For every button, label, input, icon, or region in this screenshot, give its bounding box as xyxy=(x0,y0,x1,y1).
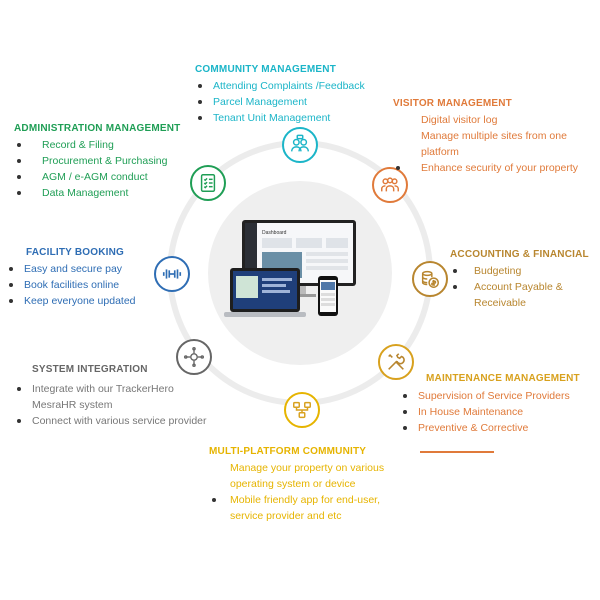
list-item: Manage multiple sites from one platform xyxy=(421,130,567,158)
network-icon xyxy=(284,392,320,428)
visitors-icon xyxy=(372,167,408,203)
admin-section: ADMINISTRATION MANAGEMENT Record & Filin… xyxy=(14,123,180,201)
divider-line xyxy=(420,451,494,453)
visitor-title: VISITOR MANAGEMENT xyxy=(393,98,512,109)
list-item: Keep everyone updated xyxy=(6,293,136,309)
tools-icon xyxy=(378,344,414,380)
checklist-icon xyxy=(190,165,226,201)
multiplatform-section: MULTI-PLATFORM COMMUNITY Manage your pro… xyxy=(209,446,410,524)
list-item: AGM / e-AGM conduct xyxy=(14,169,180,185)
system-section: SYSTEM INTEGRATION Integrate with our Tr… xyxy=(14,364,212,429)
list-item: Procurement & Purchasing xyxy=(14,153,180,169)
list-item: In House Maintenance xyxy=(400,404,580,420)
list-item: Attending Complaints /Feedback xyxy=(195,78,365,94)
community-section: COMMUNITY MANAGEMENT Attending Complaint… xyxy=(195,64,365,126)
list-item: Account Payable & Receivable xyxy=(450,279,584,311)
accounting-title: ACCOUNTING & FINANCIAL xyxy=(450,249,589,260)
list-item: Supervision of Service Providers xyxy=(400,388,580,404)
list-item: Tenant Unit Management xyxy=(195,110,365,126)
list-item: Record & Filing xyxy=(14,137,180,153)
coins-icon xyxy=(412,261,448,297)
list-item: Mobile friendly app for end-user, servic… xyxy=(209,492,410,524)
maintenance-title: MAINTENANCE MANAGEMENT xyxy=(426,373,580,384)
visitor-section: VISITOR MANAGEMENT Digital visitor log M… xyxy=(393,98,593,176)
list-item: Book facilities online xyxy=(6,277,136,293)
multiplatform-title: MULTI-PLATFORM COMMUNITY xyxy=(209,446,367,457)
facility-section: FACILITY BOOKING Easy and secure pay Boo… xyxy=(6,247,136,309)
facility-title: FACILITY BOOKING xyxy=(26,247,125,258)
users-chat-icon xyxy=(282,127,318,163)
list-item: Manage your property on various operatin… xyxy=(230,462,385,490)
list-item: Preventive & Corrective xyxy=(400,420,580,436)
list-item: Budgeting xyxy=(450,263,589,279)
list-item: Parcel Management xyxy=(195,94,365,110)
dumbbell-icon xyxy=(154,256,190,292)
monitor-heading: Dashboard xyxy=(262,230,287,236)
list-item: Integrate with our TrackerHero MesraHR s… xyxy=(14,381,212,413)
devices-mockup: Dashboard xyxy=(222,216,382,331)
integration-icon xyxy=(176,339,212,375)
admin-title: ADMINISTRATION MANAGEMENT xyxy=(14,123,181,134)
list-item: Easy and secure pay xyxy=(6,261,136,277)
list-item: Enhance security of your property xyxy=(393,160,581,176)
maintenance-section: MAINTENANCE MANAGEMENT Supervision of Se… xyxy=(400,373,580,436)
list-item: Connect with various service provider xyxy=(14,413,212,429)
accounting-section: ACCOUNTING & FINANCIAL Budgeting Account… xyxy=(450,249,589,311)
list-item: Digital visitor log xyxy=(421,114,498,126)
community-title: COMMUNITY MANAGEMENT xyxy=(195,64,337,75)
list-item: Data Management xyxy=(14,185,180,201)
system-title: SYSTEM INTEGRATION xyxy=(32,364,148,375)
